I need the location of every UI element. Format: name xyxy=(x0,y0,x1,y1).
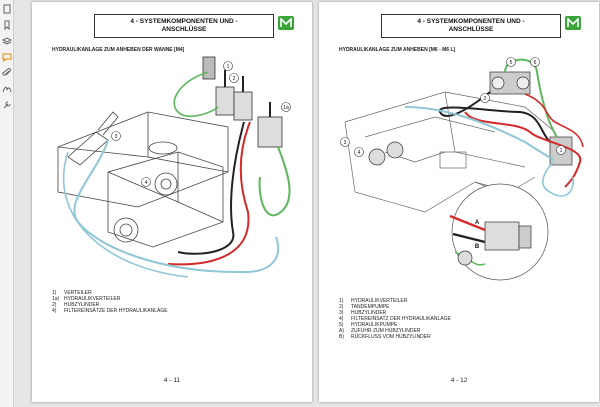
legend-text: HUBZYLINDER xyxy=(64,302,100,308)
header-line-1: 4 - SYSTEMKOMPONENTEN UND - xyxy=(130,18,238,25)
layers-icon[interactable] xyxy=(2,36,12,46)
legend-item: A) ZUFUHR ZUM HUBZYLINDER xyxy=(339,328,579,334)
legend-code: 3) xyxy=(339,310,344,316)
document-viewport[interactable]: 4 - SYSTEMKOMPONENTEN UND - ANSCHLÜSSE H… xyxy=(14,0,600,407)
hydraulic-diagram-m4: 1 1a 2 3 4 xyxy=(57,56,291,278)
sidebar xyxy=(0,0,14,407)
legend-item: 1a) HYDRAULIKVERTEILER xyxy=(52,296,292,302)
legend-code: 1) xyxy=(339,298,344,304)
legend-text: FILTEREINSÄTZE DER HYDRAULIKANLAGE xyxy=(64,308,168,314)
callout-a: A xyxy=(475,220,480,226)
tools-icon[interactable] xyxy=(2,100,12,110)
legend-item: 1) VERTEILER xyxy=(52,290,292,296)
legend-code: 2) xyxy=(339,304,344,310)
attachments-icon[interactable] xyxy=(2,68,12,78)
legend-text: HYDRAULIKPUMPE xyxy=(351,322,398,328)
legend-code: A) xyxy=(339,328,344,334)
callout-1: 1 xyxy=(560,148,563,154)
comments-icon[interactable] xyxy=(2,52,12,62)
legend: 1) VERTEILER 1a) HYDRAULIKVERTEILER 2) H… xyxy=(52,290,292,314)
legend-text: HUBZYLINDER xyxy=(351,310,387,316)
header-line-2: ANSCHLÜSSE xyxy=(161,26,207,33)
legend-text: FILTEREINSATZ DER HYDRAULIKANLAGE xyxy=(351,316,451,322)
legend-item: 1) HYDRAULIKVERTEILER xyxy=(339,298,579,304)
page-4-11: 4 - SYSTEMKOMPONENTEN UND - ANSCHLÜSSE H… xyxy=(32,2,312,402)
legend-item: 4) FILTEREINSATZ DER HYDRAULIKANLAGE xyxy=(339,316,579,322)
callout-6: 6 xyxy=(534,60,537,66)
header-line-2: ANSCHLÜSSE xyxy=(448,26,494,33)
legend-code: 4) xyxy=(52,308,57,314)
figure-title: HYDRAULIKANLAGE ZUM ANHEBEN DER WANNE [M… xyxy=(52,47,185,53)
hydraulic-diagram-m6: 1 2 3 4 5 6 A B xyxy=(340,57,584,281)
pages-icon[interactable] xyxy=(2,4,12,14)
callout-3: 3 xyxy=(115,134,118,140)
legend-item: 5) HYDRAULIKPUMPE xyxy=(339,322,579,328)
callout-2: 2 xyxy=(233,76,236,82)
legend-item: 2) HUBZYLINDER xyxy=(52,302,292,308)
callout-5: 5 xyxy=(510,60,513,66)
bookmarks-icon[interactable] xyxy=(2,20,12,30)
legend-text: HYDRAULIKVERTEILER xyxy=(351,298,408,304)
figure-title: HYDRAULIKANLAGE ZUM ANHEBEN [M6 - M6 L] xyxy=(339,47,456,53)
legend-item: 3) HUBZYLINDER xyxy=(339,310,579,316)
callout-4: 4 xyxy=(145,180,148,186)
section-header: 4 - SYSTEMKOMPONENTEN UND - ANSCHLÜSSE xyxy=(381,14,561,38)
page-number: 4 - 11 xyxy=(163,377,181,384)
legend-code: 2) xyxy=(52,302,57,308)
page-4-12: 4 - SYSTEMKOMPONENTEN UND - ANSCHLÜSSE H… xyxy=(319,2,599,402)
legend-text: ZUFUHR ZUM HUBZYLINDER xyxy=(351,328,421,334)
legend-text: RÜCKFLUSS VOM HUBZYLINDER xyxy=(351,334,431,340)
brand-logo xyxy=(278,16,294,30)
legend-item: B) RÜCKFLUSS VOM HUBZYLINDER xyxy=(339,334,579,340)
legend-text: TANDEMPUMPE xyxy=(351,304,390,310)
legend-item: 4) FILTEREINSÄTZE DER HYDRAULIKANLAGE xyxy=(52,308,292,314)
callout-3: 3 xyxy=(344,140,347,146)
brand-logo xyxy=(565,16,581,30)
legend-code: 1a) xyxy=(52,296,60,302)
legend-item: 2) TANDEMPUMPE xyxy=(339,304,579,310)
page-number: 4 - 12 xyxy=(450,377,468,384)
callout-1a: 1a xyxy=(283,105,289,111)
legend: 1) HYDRAULIKVERTEILER 2) TANDEMPUMPE 3) … xyxy=(339,298,579,340)
header-line-1: 4 - SYSTEMKOMPONENTEN UND - xyxy=(417,18,525,25)
callout-b: B xyxy=(475,244,480,250)
legend-text: VERTEILER xyxy=(64,290,92,296)
legend-code: 5) xyxy=(339,322,344,328)
legend-code: B) xyxy=(339,334,344,340)
legend-code: 4) xyxy=(339,316,344,322)
callout-2: 2 xyxy=(484,96,487,102)
callout-1: 1 xyxy=(227,64,230,70)
legend-text: HYDRAULIKVERTEILER xyxy=(64,296,121,302)
callout-4: 4 xyxy=(358,150,361,156)
legend-code: 1) xyxy=(52,290,57,296)
section-header: 4 - SYSTEMKOMPONENTEN UND - ANSCHLÜSSE xyxy=(94,14,274,38)
signatures-icon[interactable] xyxy=(2,84,12,94)
